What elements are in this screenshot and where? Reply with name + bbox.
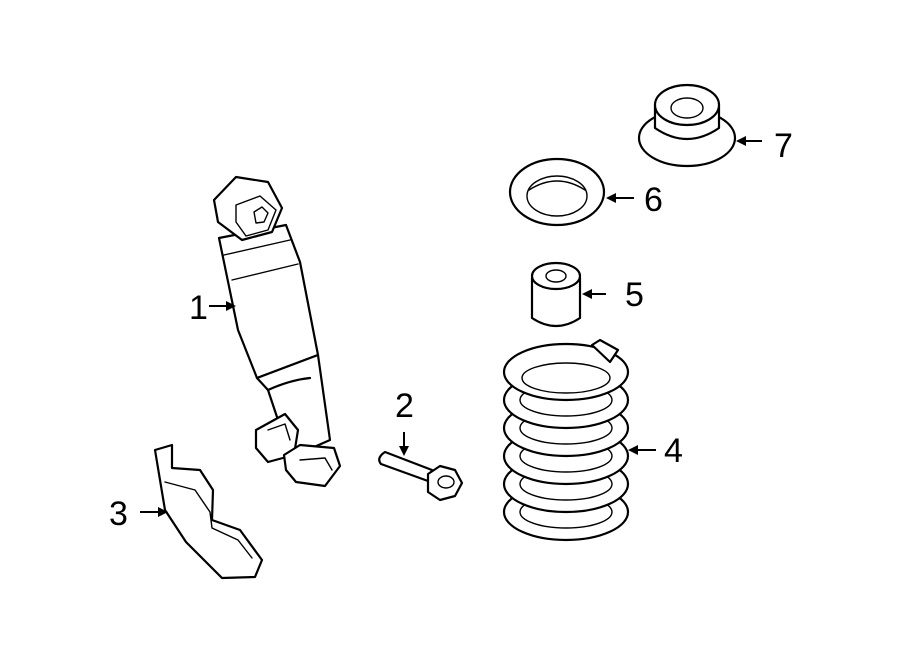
callout-2: 2 (395, 387, 414, 425)
shock-absorber (212, 175, 342, 488)
bump-stop (530, 261, 582, 328)
callout-5: 5 (625, 276, 644, 314)
bolt (378, 450, 464, 502)
callout-4: 4 (664, 432, 683, 470)
spring-seat (508, 157, 606, 227)
coil-spring (502, 338, 630, 542)
callout-1: 1 (189, 289, 208, 327)
callout-6: 6 (644, 181, 663, 219)
upper-insulator (637, 83, 737, 168)
callout-arrows (140, 136, 762, 517)
callout-3: 3 (109, 495, 128, 533)
bracket (153, 443, 264, 580)
callout-7: 7 (774, 127, 793, 165)
